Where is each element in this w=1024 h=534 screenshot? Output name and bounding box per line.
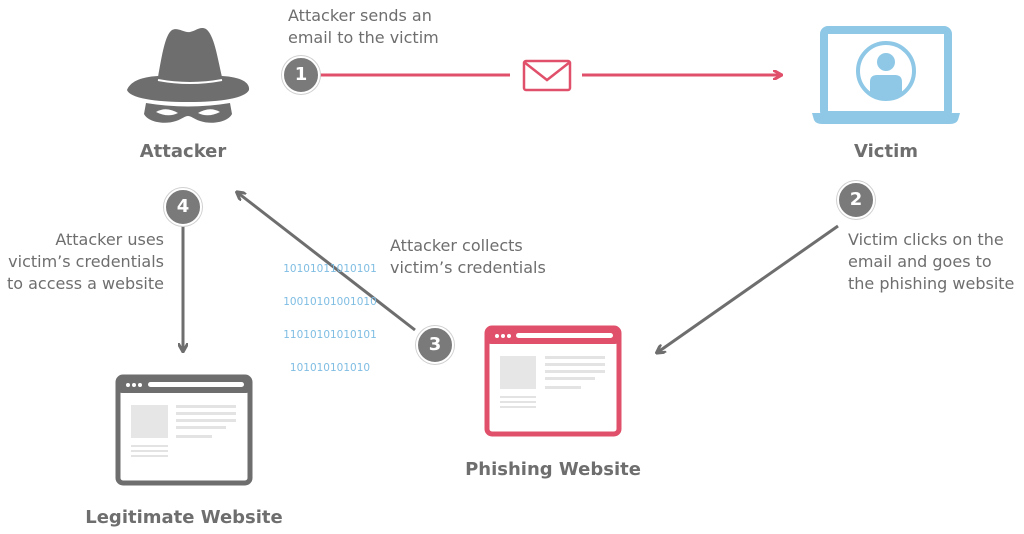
phishing-website-label: Phishing Website [465, 459, 641, 480]
attacker-label: Attacker [139, 141, 227, 162]
step-2-badge: 2 [837, 181, 875, 219]
victim-label: Victim [854, 141, 918, 162]
step-1-line: Attacker sends an [288, 6, 432, 25]
phishing-website-icon [484, 325, 622, 437]
victim-laptop-icon [812, 26, 960, 124]
envelope-icon [522, 59, 572, 92]
legitimate-website-label: Legitimate Website [85, 507, 283, 528]
step-3-line: Attacker collects [390, 236, 523, 255]
phishing-to-attacker-arrow [238, 193, 416, 332]
step-1-line: email to the victim [288, 28, 439, 47]
step-4-line: Attacker uses [55, 230, 164, 249]
attacker-spy-icon [127, 28, 250, 123]
step-2-line: email and goes to [848, 252, 992, 271]
step-2-line: the phishing website [848, 274, 1015, 293]
binary-line: 11010101010101 [283, 329, 377, 341]
step-4-line: victim’s credentials [8, 252, 164, 271]
step-1-text: Attacker sends an email to the victim [288, 5, 439, 49]
step-2-line: Victim clicks on the [848, 230, 1004, 249]
step-3-badge: 3 [416, 326, 454, 364]
step-2-text: Victim clicks on the email and goes to t… [848, 229, 1014, 295]
step-3-line: victim’s credentials [390, 258, 546, 277]
victim-to-phishing-arrow [658, 224, 839, 352]
binary-credentials: 10101011010101 10010101001010 1101010101… [282, 242, 378, 385]
binary-line: 10010101001010 [283, 296, 377, 308]
step-4-badge: 4 [164, 188, 202, 226]
step-4-text: Attacker uses victim’s credentials to ac… [7, 229, 164, 295]
legitimate-website-icon [115, 374, 253, 486]
binary-line: 101010101010 [289, 362, 371, 374]
step-3-text: Attacker collects victim’s credentials [390, 235, 546, 279]
step-1-badge: 1 [282, 56, 320, 94]
binary-line: 10101011010101 [283, 263, 377, 275]
step-4-line: to access a website [6, 274, 164, 293]
